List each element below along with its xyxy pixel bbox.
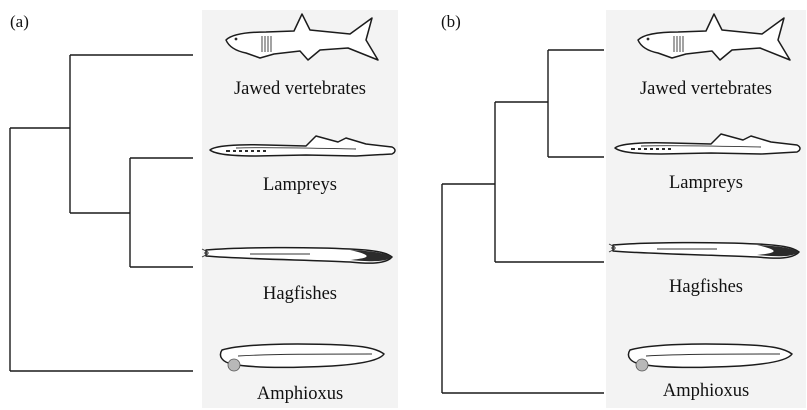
shark-icon — [634, 10, 796, 68]
hagfish-icon — [607, 235, 805, 265]
amphioxus-icon — [620, 338, 798, 378]
taxon-label-amphioxus: Amphioxus — [606, 381, 806, 402]
taxon-label-lampreys: Lampreys — [606, 173, 806, 194]
taxon-label-jawed-vertebrates: Jawed vertebrates — [606, 79, 806, 100]
amphioxus-icon — [212, 338, 390, 378]
lamprey-icon — [611, 132, 803, 162]
phylogeny-panel-b: (b) Jawed vertebrates Lampreys Hagfishes — [435, 0, 807, 410]
lamprey-icon — [206, 134, 398, 164]
shark-icon — [222, 10, 384, 68]
taxon-label-hagfishes: Hagfishes — [202, 284, 398, 305]
phylogeny-panel-a: (a) Jawed vertebrates Lampreys Hagfishes — [0, 0, 400, 410]
taxon-label-jawed-vertebrates: Jawed vertebrates — [202, 79, 398, 100]
cladogram-a — [0, 0, 200, 410]
hagfish-icon — [200, 240, 398, 270]
taxon-label-lampreys: Lampreys — [202, 175, 398, 196]
taxon-label-hagfishes: Hagfishes — [606, 277, 806, 298]
cladogram-b — [435, 0, 610, 410]
taxon-label-amphioxus: Amphioxus — [202, 384, 398, 405]
